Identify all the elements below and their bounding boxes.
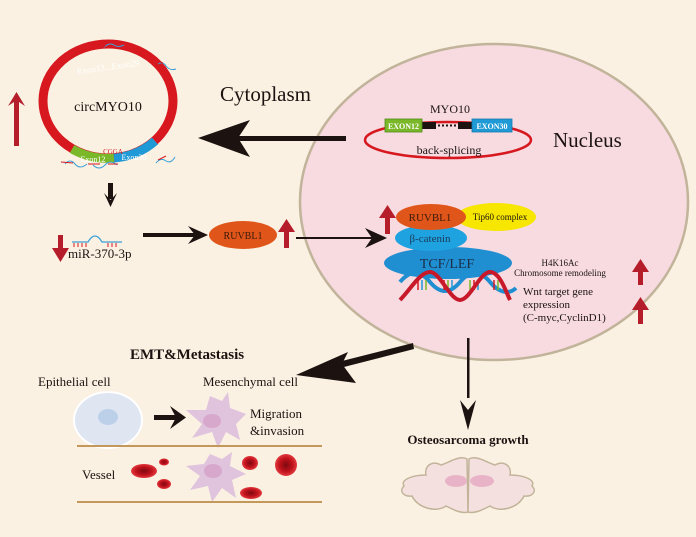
- arrow-to-osteosarcoma: [460, 338, 476, 430]
- arrow-ruvbl1-to-nucleus: [296, 228, 387, 248]
- mesenchymal-nucleus-vessel: [204, 464, 222, 478]
- beta-catenin-node: [395, 225, 467, 251]
- nucleus: [298, 42, 690, 362]
- ruvbl1-cytoplasm-node: [209, 221, 277, 249]
- circmyo10-label: circMYO10: [74, 100, 142, 115]
- exon12-label: Exon12: [81, 155, 106, 164]
- chromosome-remodeling-up-arrow-icon: [632, 259, 649, 285]
- ruvbl1-cytoplasm-label: RUVBL1: [224, 231, 263, 242]
- exon13-29-label: Exon13...Exon29: [76, 58, 140, 77]
- cgga-label: CGGA: [103, 148, 123, 156]
- exon30-label: Exon30: [122, 153, 147, 162]
- wnt-expression-up-arrow-icon: [632, 297, 649, 324]
- mesenchymal-nucleus: [203, 414, 221, 428]
- emt-metastasis-title: EMT&Metastasis: [130, 347, 244, 363]
- circmyo10-up-arrow-icon: [8, 92, 25, 146]
- gene-exon12-label: EXON12: [388, 122, 419, 131]
- gene-exon12-box: [384, 118, 423, 133]
- ruvbl1-nuclear-node: [396, 204, 466, 230]
- osteosarcoma-growth-label: Osteosarcoma growth: [407, 432, 529, 447]
- back-splicing-label: back-splicing: [417, 143, 482, 157]
- arrow-to-emt: [296, 343, 414, 383]
- red-blood-cells: [131, 454, 297, 499]
- wnt-target-line2: expression: [523, 299, 571, 311]
- h4k16ac-label: H4K16Ac: [542, 258, 579, 268]
- migration-label-line1: Migration: [250, 406, 302, 421]
- osteosarcoma-nucleus-right: [470, 475, 494, 487]
- osteosarcoma-nucleus-left: [445, 475, 467, 487]
- exon30-segment: [113, 137, 159, 163]
- myo10-gene-label: MYO10: [430, 102, 470, 116]
- ruvbl1-up-arrow-icon: [278, 219, 295, 248]
- circmyo10-ring: [38, 39, 178, 169]
- tip60-complex-node: [456, 203, 536, 231]
- migration-label-line2: &invasion: [250, 423, 305, 438]
- ruvbl1-nuclear-up-arrow-icon: [379, 205, 396, 234]
- tip60-label: Tip60 complex: [473, 212, 528, 222]
- chromosome-remodeling-label: Chromosome remodeling: [514, 268, 606, 278]
- down-arrow-circ-to-mirna-icon: [104, 183, 117, 207]
- ruvbl1-nuclear-label: RUVBL1: [409, 212, 452, 224]
- wnt-target-line1: Wnt target gene: [523, 286, 593, 298]
- beta-catenin-label: β-catenin: [409, 233, 451, 245]
- gene-exon30-box: [471, 118, 513, 133]
- arrow-mirna-to-ruvbl1: [143, 226, 208, 244]
- emt-transition-arrow: [154, 406, 186, 429]
- epithelial-nucleus: [98, 409, 118, 425]
- back-splicing-loop: [363, 120, 533, 160]
- gene-exon30-label: EXON30: [476, 122, 507, 131]
- mirna-down-arrow-icon: [52, 235, 69, 262]
- osteosarcoma-cells-icon: [400, 457, 536, 514]
- tcf-lef-node: [384, 247, 512, 279]
- exon12-segment: [69, 145, 115, 163]
- tcf-lef-label: TCF/LEF: [420, 257, 475, 272]
- myo10-intron-right: [458, 122, 472, 129]
- mirna-label: miR-370-3p: [68, 246, 132, 261]
- export-arrow: [198, 120, 346, 157]
- mirna-hairpin: [72, 235, 122, 247]
- mirna-binding-sites: [64, 43, 177, 169]
- epithelial-cell-label: Epithelial cell: [38, 374, 111, 389]
- wnt-target-line3: (C-myc,CyclinD1): [523, 312, 606, 324]
- mesenchymal-cell-label: Mesenchymal cell: [203, 374, 298, 389]
- vessel-label: Vessel: [82, 467, 116, 482]
- nucleus-label: Nucleus: [553, 128, 622, 152]
- dna-helix-icon: [398, 269, 518, 303]
- cytoplasm-label: Cytoplasm: [220, 82, 311, 106]
- myo10-intron-left: [422, 122, 436, 129]
